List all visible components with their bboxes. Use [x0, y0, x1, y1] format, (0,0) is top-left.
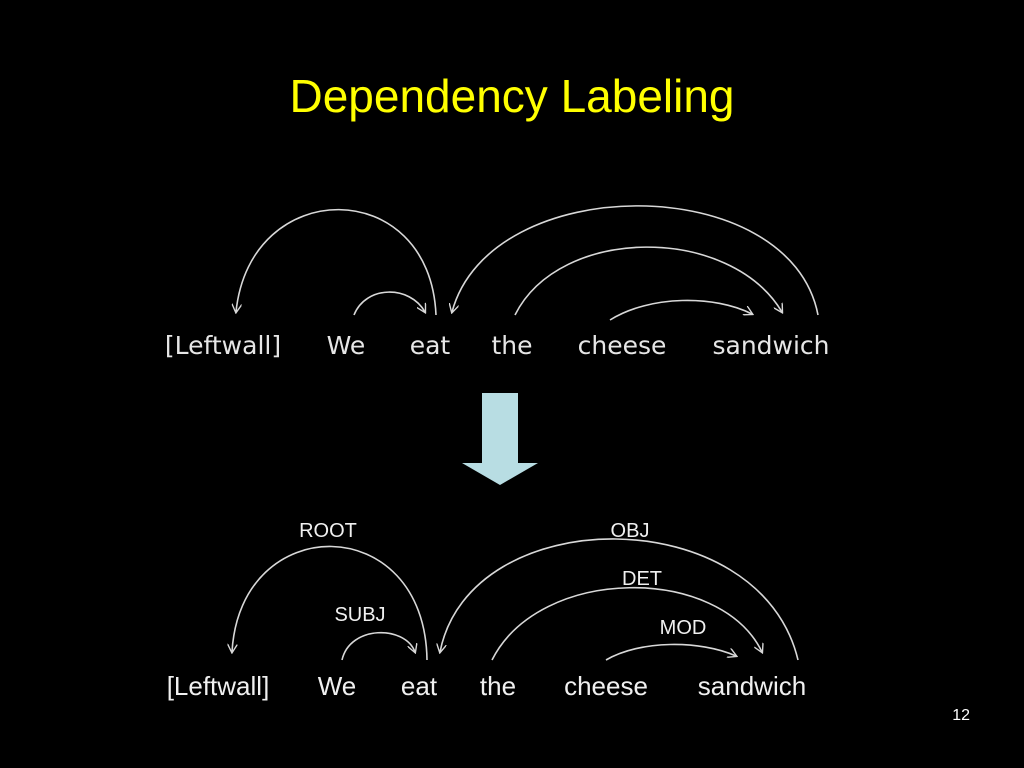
label-root: ROOT — [299, 520, 357, 542]
bottom-word-cheese: cheese — [564, 671, 648, 701]
top-word-sandwich: sandwich — [712, 331, 829, 360]
top-arc-obj — [452, 205, 819, 316]
bottom-word-eat: eat — [401, 671, 438, 701]
bottom-arc-det — [491, 586, 762, 661]
bottom-arc-root — [232, 545, 428, 661]
bottom-parse: ROOT SUBJ OBJ DET MOD [Leftwall] We eat … — [167, 520, 807, 701]
top-word-the: the — [491, 331, 532, 360]
top-arc-root — [236, 208, 437, 316]
top-word-leftwall: [Leftwall] — [165, 331, 281, 360]
bottom-word-we: We — [318, 671, 357, 701]
page-number: 12 — [952, 707, 970, 724]
bottom-arc-mod — [605, 643, 736, 661]
top-arc-subj — [353, 291, 425, 316]
slide-title: Dependency Labeling — [289, 70, 735, 122]
bottom-arc-obj — [440, 538, 799, 661]
top-word-we: We — [327, 331, 366, 360]
label-mod: MOD — [660, 617, 707, 639]
label-obj: OBJ — [611, 520, 650, 542]
bottom-word-sandwich: sandwich — [698, 671, 806, 701]
top-parse: [Leftwall] We eat the cheese sandwich — [165, 205, 830, 360]
bottom-word-the: the — [480, 671, 516, 701]
top-word-cheese: cheese — [578, 331, 667, 360]
label-subj: SUBJ — [334, 604, 385, 626]
label-det: DET — [622, 568, 662, 590]
top-arc-det — [514, 246, 782, 316]
top-word-eat: eat — [410, 331, 451, 360]
down-arrow-icon — [462, 393, 538, 485]
bottom-arc-subj — [341, 631, 415, 661]
top-arc-mod — [609, 299, 752, 321]
bottom-word-leftwall: [Leftwall] — [167, 671, 270, 701]
